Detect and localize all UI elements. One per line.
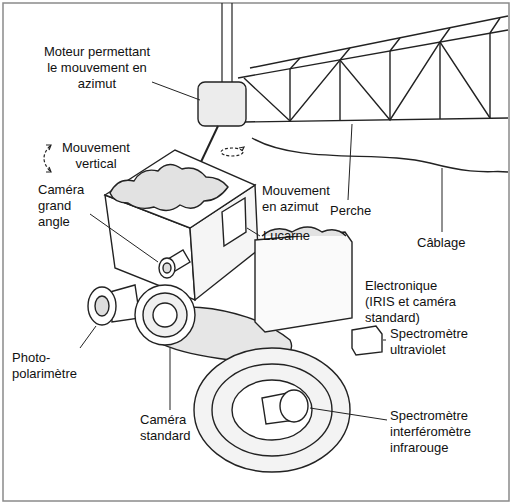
leader-line xyxy=(170,348,171,410)
part-label: Spectromètre ultraviolet xyxy=(390,326,490,358)
truss-chord xyxy=(250,16,508,68)
part-label: Câblage xyxy=(417,235,487,251)
standard-camera xyxy=(153,303,177,327)
photopolarimeter xyxy=(88,287,116,325)
cable xyxy=(252,138,508,172)
iris-knob xyxy=(280,390,308,422)
part-label: Mouvement vertical xyxy=(56,140,136,172)
wide-angle-camera xyxy=(159,258,175,278)
leader-line xyxy=(80,326,96,348)
azimuth-motor xyxy=(198,82,246,126)
iris-disk xyxy=(212,364,332,456)
leader-line xyxy=(90,214,158,262)
uv-spectrometer xyxy=(352,326,382,355)
iris-disk xyxy=(232,380,312,440)
part-label: Perche xyxy=(330,203,390,219)
vertical-arrow-symbol xyxy=(44,146,50,171)
leader-line xyxy=(152,82,200,100)
leader-line xyxy=(310,408,387,420)
truss-diagonal xyxy=(244,42,490,121)
window xyxy=(222,198,246,246)
leader-line xyxy=(383,340,386,341)
part-label: Electronique (IRIS et caméra standard) xyxy=(365,278,469,326)
photopolarimeter xyxy=(95,296,109,316)
pivot-shaft xyxy=(200,126,218,164)
part-label: Caméra standard xyxy=(140,412,202,444)
electronics-box xyxy=(255,232,352,332)
cable xyxy=(222,3,232,84)
platform-body xyxy=(88,150,382,472)
part-label: Caméra grand angle xyxy=(38,182,90,230)
truss-strut xyxy=(290,33,490,121)
part-label: Lucarne xyxy=(263,228,323,244)
iris-disk xyxy=(194,348,350,472)
frame xyxy=(3,3,509,501)
part-label: Spectromètre interféromètre infrarouge xyxy=(390,408,494,456)
truss-chord xyxy=(244,118,508,122)
leader-line xyxy=(348,124,352,200)
truss-chord xyxy=(238,30,508,78)
wide-angle-camera xyxy=(163,263,171,273)
azimuth-arrow-symbol xyxy=(239,147,244,151)
leader-lines xyxy=(80,82,442,420)
boom-truss xyxy=(238,16,508,122)
standard-camera xyxy=(135,285,195,345)
azimuth-arrow-symbol xyxy=(221,148,243,156)
part-label: Photo-polarimètre xyxy=(12,350,86,382)
vertical-arrow-symbol xyxy=(46,145,51,172)
standard-camera xyxy=(143,293,187,337)
part-label: Moteur permettant le mouvement en azimut xyxy=(38,44,156,92)
leader-line xyxy=(247,228,260,236)
thermal-blanket xyxy=(110,164,228,210)
truss-strut xyxy=(290,18,500,69)
leader-line xyxy=(442,168,443,232)
